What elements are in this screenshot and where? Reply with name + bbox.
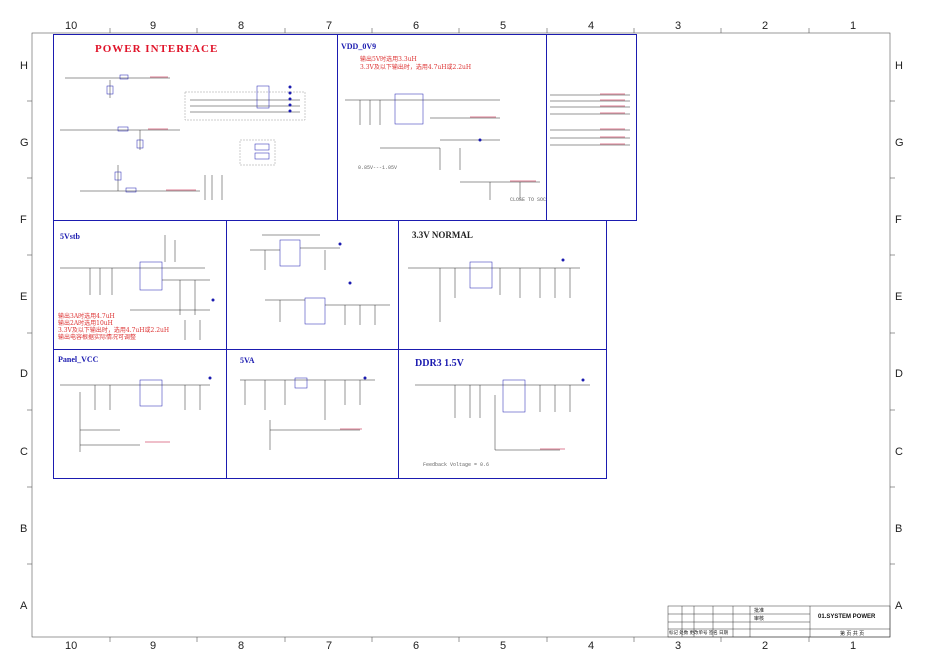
5va-title: 5VA xyxy=(240,356,255,365)
grid-col-5-bottom: 5 xyxy=(500,640,507,652)
grid-col-3-bottom: 3 xyxy=(675,640,682,652)
grid-col-5: 5 xyxy=(500,20,507,32)
5vstb-note-1: 输出3A时选用4.7uH xyxy=(58,313,115,320)
grid-row-d: D xyxy=(20,368,28,380)
grid-col-10: 10 xyxy=(65,20,78,32)
grid-col-1: 1 xyxy=(850,20,857,32)
grid-row-h-right: H xyxy=(895,60,903,72)
grid-row-e-right: E xyxy=(895,291,903,303)
grid-col-6-bottom: 6 xyxy=(413,640,420,652)
grid-col-7-bottom: 7 xyxy=(326,640,333,652)
ddr3-feedback-note: Feedback Voltage = 0.6 xyxy=(423,462,490,468)
grid-col-10-bottom: 10 xyxy=(65,640,78,652)
grid-row-c: C xyxy=(20,446,28,458)
5vstb-title: 5Vstb xyxy=(60,232,81,241)
ddr3-title: DDR3 1.5V xyxy=(415,358,464,369)
vdd-0v9-note-1: 输出5V时选用3.3uH xyxy=(360,56,417,63)
grid-row-d-right: D xyxy=(895,368,903,380)
grid-col-9: 9 xyxy=(150,20,157,32)
5vstb-note-2: 输出2A时选用10uH xyxy=(58,320,113,327)
grid-row-f: F xyxy=(20,214,27,226)
title-block-review: 批准 xyxy=(754,608,765,614)
grid-row-b-right: B xyxy=(895,523,903,535)
power-interface-title: POWER INTERFACE xyxy=(95,43,219,55)
3v3-normal-title: 3.3V NORMAL xyxy=(412,230,473,240)
vdd-0v9-title: VDD_0V9 xyxy=(341,42,377,51)
grid-row-b: B xyxy=(20,523,28,535)
vdd-0v9-note-2: 3.3V及以下输出时，选用4.7uH或2.2uH xyxy=(360,64,472,71)
grid-col-4-bottom: 4 xyxy=(588,640,595,652)
5vstb-note-4: 输出电容根据实际情况可调整 xyxy=(58,334,137,341)
grid-row-g-right: G xyxy=(895,137,904,149)
grid-col-9-bottom: 9 xyxy=(150,640,157,652)
title-block-page-label: 第 页 共 页 xyxy=(840,631,865,637)
grid-row-a-right: A xyxy=(895,600,903,612)
vdd-0v9-range: 0.85V---1.05V xyxy=(358,165,398,171)
grid-col-1-bottom: 1 xyxy=(850,640,857,652)
grid-col-6: 6 xyxy=(413,20,420,32)
vdd-0v9-close: CLOSE TO SOC xyxy=(510,197,547,203)
grid-row-e: E xyxy=(20,291,28,303)
grid-col-2: 2 xyxy=(762,20,769,32)
grid-col-8-bottom: 8 xyxy=(238,640,245,652)
grid-col-4: 4 xyxy=(588,20,595,32)
title-block-header-row: 标记 处数 更改单号 签名 日期 xyxy=(669,630,728,635)
grid-row-g: G xyxy=(20,137,29,149)
title-block-check: 审核 xyxy=(754,616,765,622)
grid-col-8: 8 xyxy=(238,20,245,32)
grid-col-7: 7 xyxy=(326,20,333,32)
grid-row-f-right: F xyxy=(895,214,902,226)
5vstb-note-3: 3.3V及以下输出时，选用4.7uH或2.2uH xyxy=(58,327,170,334)
grid-row-c-right: C xyxy=(895,446,903,458)
title-block-sheet-title: 01.SYSTEM POWER xyxy=(818,614,876,620)
grid-col-3: 3 xyxy=(675,20,682,32)
grid-row-a: A xyxy=(20,600,28,612)
block-ddr3 xyxy=(398,349,607,479)
grid-row-h: H xyxy=(20,60,28,72)
grid-col-2-bottom: 2 xyxy=(762,640,769,652)
panel-vcc-title: Panel_VCC xyxy=(58,355,99,364)
